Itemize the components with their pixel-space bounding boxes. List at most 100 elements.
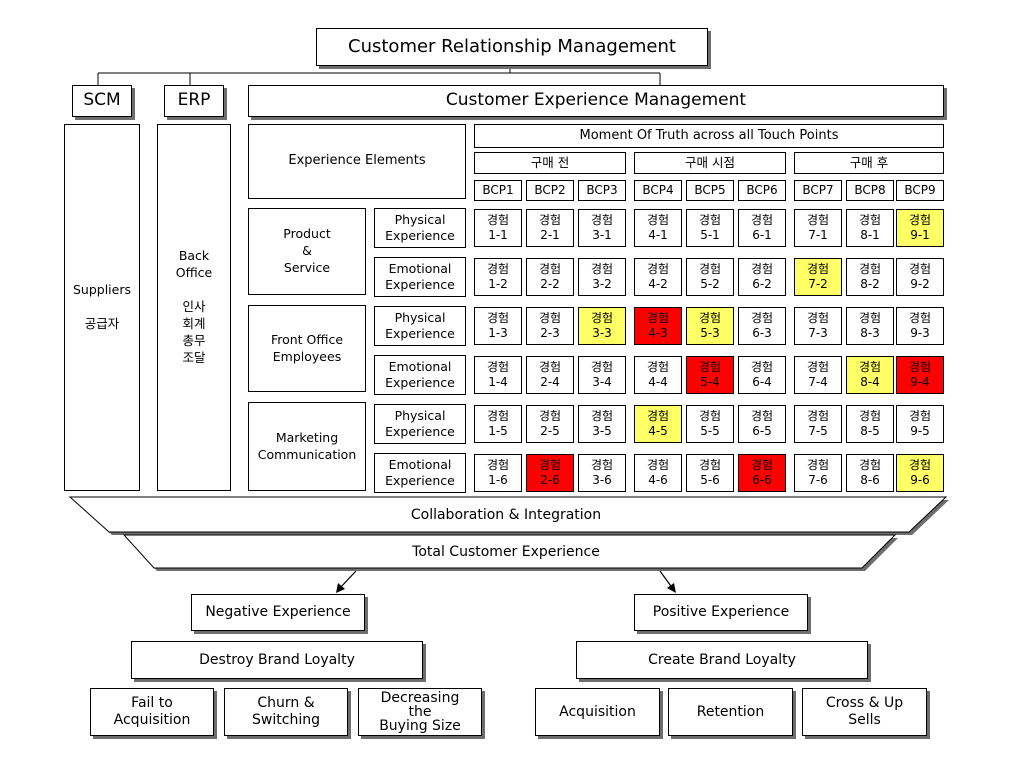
suppliers-gap <box>100 299 104 316</box>
back-office-line: 총무 <box>182 332 206 348</box>
experience-cell-code: 1-4 <box>488 375 508 389</box>
experience-cell-code: 1-5 <box>488 424 508 438</box>
scm-box: SCM <box>72 85 132 117</box>
experience-cell-code: 5-2 <box>700 277 720 291</box>
experience-cell-word: 경험 <box>646 458 670 472</box>
negative-experience-box: Negative Experience <box>191 594 365 631</box>
bcp-label: BCP5 <box>694 182 726 197</box>
experience-cell-word: 경험 <box>486 311 510 325</box>
negative-arrow-head <box>336 583 345 593</box>
experience-cell-code: 1-3 <box>488 326 508 340</box>
experience-cell-word: 경험 <box>750 311 774 325</box>
phase-label: 구매 후 <box>849 154 889 170</box>
experience-cell-code: 5-6 <box>700 473 720 487</box>
neg-outcome-line: Decreasing <box>380 690 460 706</box>
experience-cell-code: 4-1 <box>648 228 668 242</box>
bcp-label: BCP3 <box>586 182 618 197</box>
experience-cell-code: 7-6 <box>808 473 828 487</box>
negative-experience-label: Negative Experience <box>205 604 351 621</box>
total-label-box: Total Customer Experience <box>300 540 712 564</box>
experience-cell-word: 경험 <box>806 213 830 227</box>
experience-cell-code: 7-5 <box>808 424 828 438</box>
experience-cell-code: 3-5 <box>592 424 612 438</box>
crm-title: Customer Relationship Management <box>348 35 676 57</box>
experience-cell-word: 경험 <box>908 262 932 276</box>
scm-label: SCM <box>83 90 121 111</box>
phase-label: 구매 시점 <box>685 154 735 170</box>
phase-header-at: 구매 시점 <box>634 152 786 174</box>
phase-label: 구매 전 <box>530 154 570 170</box>
experience-cell-word: 경험 <box>908 409 932 423</box>
experience-cell-code: 5-1 <box>700 228 720 242</box>
experience-cell-word: 경험 <box>858 360 882 374</box>
experience-cell-word: 경험 <box>646 311 670 325</box>
experience-cell-code: 9-3 <box>910 326 930 340</box>
total-band <box>122 534 897 569</box>
experience-cell-word: 경험 <box>538 409 562 423</box>
bcp-header: BCP1 <box>474 180 522 201</box>
pos-outcome-box: Retention <box>668 688 793 736</box>
pos-outcome-box: Acquisition <box>535 688 660 736</box>
experience-cell-word: 경험 <box>590 213 614 227</box>
suppliers-column: Suppliers 공급자 <box>64 124 140 491</box>
pos-outcome-line: Retention <box>696 703 765 720</box>
experience-elements-label: Experience Elements <box>288 153 426 169</box>
group-label-line: Front Office <box>270 331 344 347</box>
experience-cell-code: 4-5 <box>648 424 668 438</box>
group-marketing: Marketing Communication <box>248 402 366 491</box>
moment-of-truth-header: Moment Of Truth across all Touch Points <box>474 124 944 148</box>
experience-cell-code: 4-4 <box>648 375 668 389</box>
experience-cell-word: 경험 <box>806 458 830 472</box>
neg-outcome-box: Churn & Switching <box>224 688 348 736</box>
bcp-header: BCP3 <box>578 180 626 201</box>
experience-cell-word: 경험 <box>858 409 882 423</box>
experience-cell-code: 3-6 <box>592 473 612 487</box>
back-office-column: Back Office 인사 회계 총무 조달 <box>157 124 231 491</box>
back-office-line: 조달 <box>182 349 206 365</box>
experience-cell-word: 경험 <box>538 262 562 276</box>
experience-cell-code: 8-3 <box>860 326 880 340</box>
bcp-label: BCP7 <box>802 182 834 197</box>
experience-cell-word: 경험 <box>590 458 614 472</box>
experience-cell-word: 경험 <box>590 360 614 374</box>
experience-cell-word: 경험 <box>646 360 670 374</box>
pos-outcome-line: Sells <box>848 712 881 728</box>
experience-cell-code: 8-5 <box>860 424 880 438</box>
experience-cell-code: 6-2 <box>752 277 772 291</box>
experience-cell-word: 경험 <box>486 262 510 276</box>
bcp-label: BCP2 <box>534 182 566 197</box>
group-label-line: Marketing <box>275 429 339 445</box>
bcp-header: BCP7 <box>794 180 842 201</box>
experience-cell-word: 경험 <box>590 409 614 423</box>
experience-cell-word: 경험 <box>806 409 830 423</box>
experience-cell-code: 1-1 <box>488 228 508 242</box>
experience-cell-word: 경험 <box>858 213 882 227</box>
neg-outcome-line: Churn & <box>257 695 315 712</box>
row-label-line: Emotional <box>388 359 452 375</box>
back-office-line: Back <box>178 248 210 264</box>
phase-header-pre: 구매 전 <box>474 152 626 174</box>
experience-cell-code: 7-1 <box>808 228 828 242</box>
experience-cell-word: 경험 <box>750 458 774 472</box>
